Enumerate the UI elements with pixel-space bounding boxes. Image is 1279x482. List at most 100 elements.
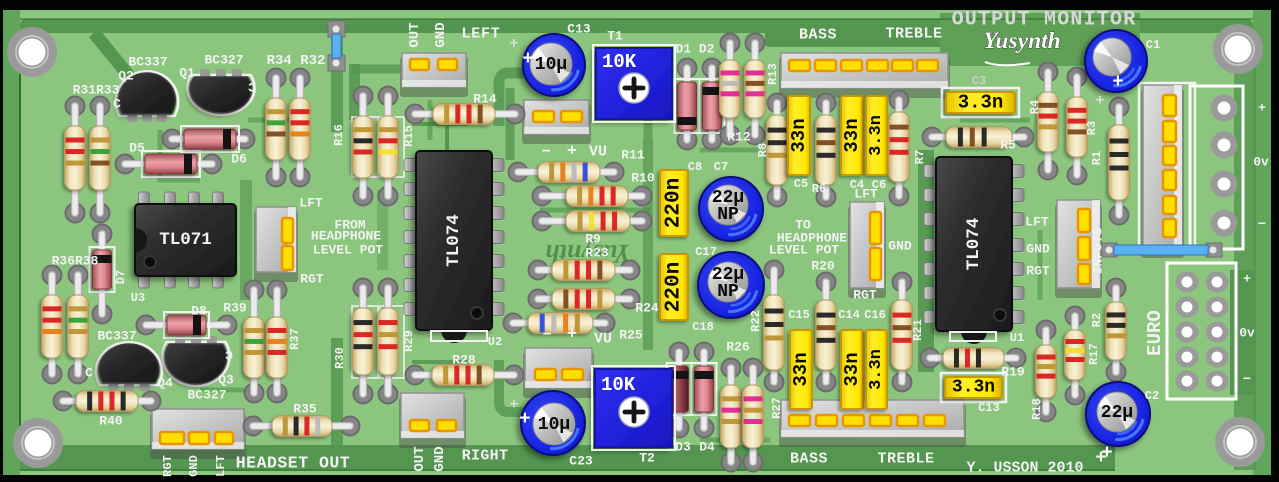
svg-text:33n: 33n: [790, 352, 812, 386]
svg-text:BC337: BC337: [97, 329, 136, 344]
svg-text:D3: D3: [675, 440, 691, 455]
svg-text:+: +: [1095, 93, 1104, 110]
svg-text:R28: R28: [452, 353, 476, 368]
svg-text:+: +: [522, 48, 533, 70]
svg-text:R21: R21: [911, 319, 925, 341]
svg-text:T2: T2: [639, 451, 655, 466]
svg-text:R20: R20: [811, 259, 835, 274]
svg-text:C: C: [113, 97, 121, 112]
svg-text:BC327: BC327: [204, 53, 243, 68]
svg-text:RGT: RGT: [1026, 264, 1050, 279]
svg-text:C1: C1: [1146, 38, 1160, 52]
svg-text:R22: R22: [749, 310, 763, 332]
svg-text:R2: R2: [1090, 313, 1104, 327]
svg-text:+: +: [1258, 101, 1266, 116]
svg-text:C7: C7: [714, 160, 728, 174]
svg-text:R15: R15: [402, 125, 416, 147]
svg-text:TO: TO: [795, 218, 811, 233]
svg-text:NP: NP: [717, 282, 739, 302]
svg-text:Y. USSON 2010: Y. USSON 2010: [966, 460, 1083, 477]
svg-text:R10: R10: [631, 171, 655, 186]
svg-text:R30: R30: [333, 347, 347, 369]
svg-text:INPUTS: INPUTS: [1091, 227, 1106, 274]
svg-text:R9: R9: [585, 232, 601, 247]
svg-text:+: +: [1243, 272, 1251, 287]
svg-text:NP: NP: [717, 205, 739, 225]
svg-text:+: +: [1095, 447, 1106, 469]
svg-text:0v: 0v: [1239, 326, 1255, 341]
svg-text:C3: C3: [972, 74, 986, 88]
svg-text:R29: R29: [402, 330, 416, 352]
svg-text:R14: R14: [473, 92, 497, 107]
svg-text:BASS: BASS: [799, 27, 837, 44]
svg-text:R31R33: R31R33: [73, 83, 120, 98]
svg-text:BC327: BC327: [187, 388, 226, 403]
svg-text:C15: C15: [788, 308, 810, 322]
svg-text:LFT: LFT: [299, 196, 323, 211]
svg-text:VU: VU: [594, 331, 612, 348]
svg-text:−: −: [1243, 372, 1251, 388]
svg-text:R13: R13: [766, 63, 780, 85]
svg-text:LEVEL POT: LEVEL POT: [313, 243, 383, 258]
svg-text:OUT: OUT: [407, 22, 423, 47]
svg-text:C: C: [225, 349, 233, 364]
svg-text:3.3n: 3.3n: [952, 378, 995, 398]
svg-text:22µ: 22µ: [1101, 403, 1133, 423]
svg-text:RGT: RGT: [853, 288, 877, 303]
svg-text:D5: D5: [129, 141, 145, 156]
svg-text:R24: R24: [635, 301, 659, 316]
svg-text:−: −: [1258, 217, 1266, 233]
svg-text:33n: 33n: [788, 118, 810, 152]
svg-text:GND: GND: [187, 455, 201, 477]
svg-text:10µ: 10µ: [535, 55, 567, 75]
svg-text:+: +: [519, 408, 530, 430]
svg-text:GND: GND: [1026, 242, 1050, 257]
svg-text:R23: R23: [585, 246, 609, 261]
svg-text:R8: R8: [756, 143, 770, 157]
svg-text:VU: VU: [589, 144, 607, 161]
svg-text:R16: R16: [332, 124, 346, 146]
svg-text:GND: GND: [888, 239, 912, 254]
svg-text:TL074: TL074: [444, 214, 464, 267]
svg-text:−: −: [542, 327, 551, 344]
svg-text:D4: D4: [699, 440, 715, 455]
svg-text:C13: C13: [978, 401, 1000, 415]
svg-text:TREBLE: TREBLE: [885, 26, 942, 43]
svg-text:U3: U3: [131, 291, 145, 305]
svg-text:C18: C18: [692, 320, 714, 334]
svg-text:Q2: Q2: [118, 69, 134, 84]
svg-text:OUTPUT MONITOR: OUTPUT MONITOR: [952, 9, 1137, 32]
svg-text:Q3: Q3: [218, 373, 234, 388]
svg-text:+: +: [509, 36, 518, 53]
svg-text:C13: C13: [567, 22, 591, 37]
svg-text:+: +: [1101, 442, 1112, 464]
svg-text:22µ: 22µ: [712, 265, 744, 285]
svg-text:BASS: BASS: [790, 451, 828, 468]
svg-text:R4: R4: [1028, 100, 1042, 114]
svg-text:C8: C8: [688, 160, 702, 174]
svg-text:Q4: Q4: [157, 376, 173, 391]
svg-text:R25: R25: [619, 328, 643, 343]
svg-text:R27: R27: [770, 397, 784, 419]
svg-text:3.3n: 3.3n: [867, 349, 886, 390]
svg-text:HEADPHONE: HEADPHONE: [777, 231, 847, 246]
svg-text:R35: R35: [293, 402, 317, 417]
svg-text:LFT: LFT: [214, 455, 228, 477]
svg-text:R36R38: R36R38: [52, 254, 99, 269]
svg-text:TL071: TL071: [159, 230, 212, 250]
svg-text:RGT: RGT: [300, 272, 324, 287]
svg-text:LEVEL POT: LEVEL POT: [769, 243, 839, 258]
svg-text:22µ: 22µ: [712, 188, 744, 208]
svg-text:TL074: TL074: [964, 218, 984, 271]
svg-text:+: +: [1112, 71, 1123, 93]
svg-text:U2: U2: [488, 335, 502, 349]
svg-text:GND: GND: [433, 22, 449, 47]
svg-text:C: C: [248, 81, 256, 96]
svg-text:EURO: EURO: [1144, 310, 1166, 356]
svg-text:R11: R11: [621, 148, 645, 163]
svg-text:R1: R1: [1090, 151, 1104, 165]
svg-text:LFT: LFT: [854, 187, 878, 202]
svg-text:+: +: [567, 326, 577, 345]
svg-text:C5: C5: [794, 177, 808, 191]
svg-text:0v: 0v: [1253, 155, 1269, 170]
